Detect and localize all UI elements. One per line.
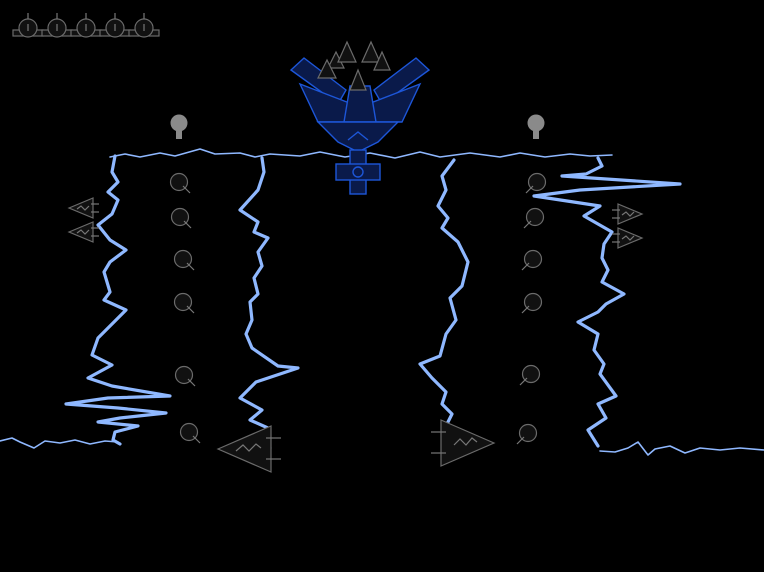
lightning-bolt	[238, 156, 300, 450]
enemy-fighter-small	[612, 227, 644, 249]
enemy-fighter-small	[612, 203, 644, 225]
life-bomb-icon	[99, 13, 131, 38]
life-bomb-icon	[70, 13, 102, 38]
ground-electric-line-left	[0, 437, 119, 449]
ground-electric-line-right	[599, 441, 764, 456]
turret-orb-right	[516, 172, 547, 445]
enemy-fighter-large	[216, 425, 281, 473]
enemy-fighter-small	[67, 197, 99, 219]
life-bomb-icon	[41, 13, 73, 38]
life-bomb-icon	[128, 13, 160, 38]
ceiling-bulb-icon	[527, 114, 545, 139]
lightning-bolt	[532, 156, 682, 448]
turret-orb-left	[169, 172, 201, 444]
ceiling-bulb-icon	[170, 114, 188, 139]
lightning-bolt	[418, 158, 470, 448]
enemy-fighter-small	[67, 221, 99, 243]
player-ship[interactable]	[289, 40, 431, 195]
life-bomb-icon	[12, 13, 44, 38]
lives-hud	[12, 13, 160, 38]
ceiling-electric-line	[109, 148, 613, 159]
lightning-bolt	[64, 154, 172, 446]
enemy-fighter-large	[431, 419, 496, 467]
